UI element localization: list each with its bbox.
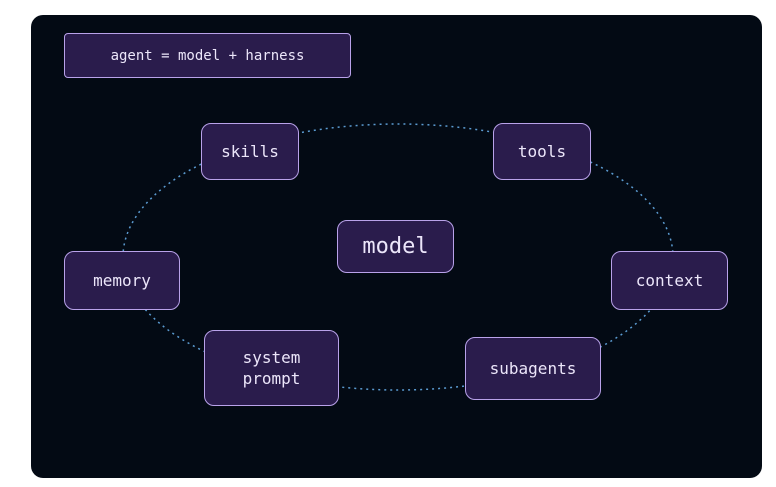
node-skills: skills xyxy=(201,123,299,180)
title-box: agent = model + harness xyxy=(64,33,351,78)
node-system-prompt: system prompt xyxy=(204,330,339,406)
center-node-model: model xyxy=(337,220,454,273)
node-memory: memory xyxy=(64,251,180,310)
node-tools: tools xyxy=(493,123,591,180)
node-subagents: subagents xyxy=(465,337,601,400)
node-context: context xyxy=(611,251,728,310)
